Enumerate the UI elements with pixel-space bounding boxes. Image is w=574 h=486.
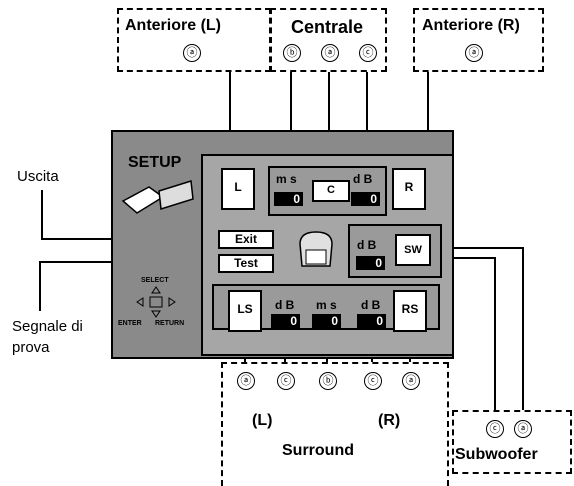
device-icon (119, 177, 197, 215)
surround-right-label: (R) (378, 412, 400, 430)
test-signal-label: Segnale di prova (12, 316, 92, 358)
ls-db-unit: d B (275, 298, 294, 312)
setup-title: SETUP (128, 154, 181, 172)
speaker-surround-left[interactable]: LS (228, 290, 262, 332)
output-label: Uscita (17, 168, 59, 185)
callout-center-label: Centrale (291, 17, 363, 38)
marker-a: ⓐ (237, 372, 255, 390)
callout-subwoofer-label: Subwoofer (455, 446, 538, 464)
callout-subwoofer-box (452, 410, 572, 474)
callout-front-right-label: Anteriore (R) (422, 17, 520, 35)
marker-b: ⓑ (319, 372, 337, 390)
marker-c: ⓒ (277, 372, 295, 390)
marker-a: ⓐ (514, 420, 532, 438)
marker-c: ⓒ (364, 372, 382, 390)
arrow-keys-icon (131, 286, 181, 318)
marker-c: ⓒ (486, 420, 504, 438)
enter-label: ENTER (118, 320, 142, 327)
surround-ms-unit: m s (316, 298, 337, 312)
speaker-front-right[interactable]: R (392, 168, 426, 210)
marker-a: ⓐ (402, 372, 420, 390)
test-button[interactable]: Test (218, 254, 274, 273)
speaker-surround-right[interactable]: RS (393, 290, 427, 332)
surround-left-label: (L) (252, 412, 272, 430)
ls-db-value[interactable]: 0 (271, 314, 300, 328)
speaker-front-left[interactable]: L (221, 168, 255, 210)
rs-db-unit: d B (361, 298, 380, 312)
listening-seat-icon (296, 228, 336, 270)
marker-a: ⓐ (183, 44, 201, 62)
callout-surround-label: Surround (282, 442, 354, 460)
marker-b: ⓑ (283, 44, 301, 62)
marker-c: ⓒ (359, 44, 377, 62)
marker-a: ⓐ (465, 44, 483, 62)
center-ms-unit: m s (276, 172, 297, 186)
center-db-unit: d B (353, 172, 372, 186)
exit-button[interactable]: Exit (218, 230, 274, 249)
sub-db-unit: d B (357, 238, 376, 252)
return-label: RETURN (155, 320, 184, 327)
center-ms-value[interactable]: 0 (274, 192, 303, 206)
marker-a: ⓐ (321, 44, 339, 62)
center-db-value[interactable]: 0 (351, 192, 380, 206)
speaker-subwoofer[interactable]: SW (395, 234, 431, 266)
select-label: SELECT (141, 277, 169, 284)
sub-db-value[interactable]: 0 (356, 256, 385, 270)
speaker-center[interactable]: C (312, 180, 350, 202)
rs-db-value[interactable]: 0 (357, 314, 386, 328)
callout-front-left-label: Anteriore (L) (125, 17, 221, 35)
surround-ms-value[interactable]: 0 (312, 314, 341, 328)
